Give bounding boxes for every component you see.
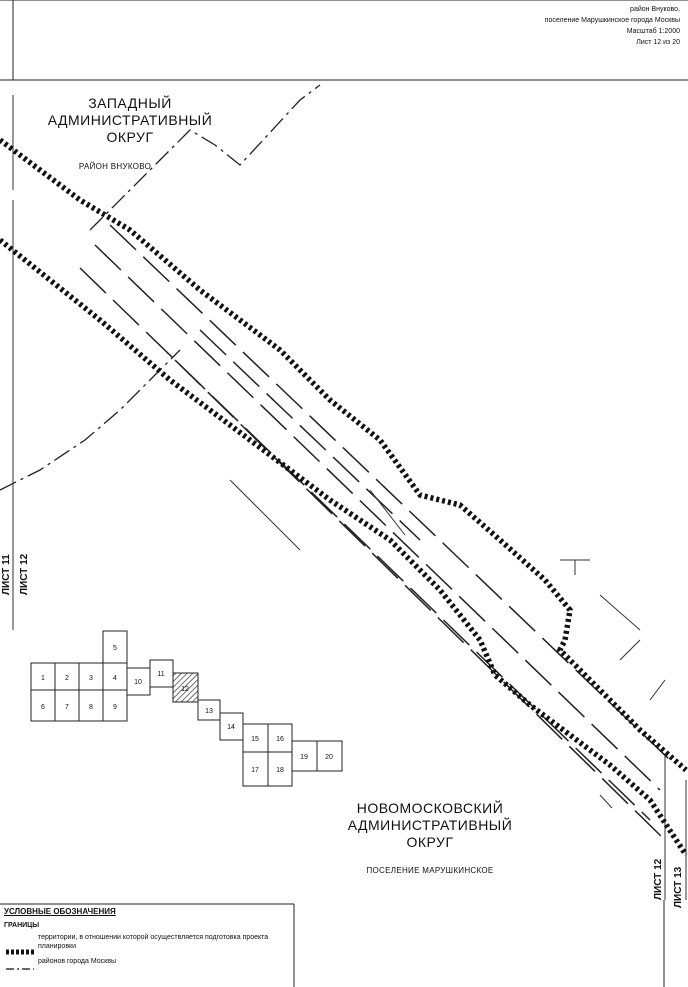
sheet-label-left-11: ЛИСТ 11 [1, 554, 12, 595]
sheet-number-3: 3 [89, 675, 93, 682]
header-line-2: поселение Марушкинское города Москвы [544, 17, 680, 24]
sheet-number-10: 10 [134, 679, 142, 686]
sheet-label-right-13: ЛИСТ 13 [673, 866, 684, 908]
sheet-number-17: 17 [251, 767, 259, 774]
sheet-header: район Внуково, поселение Марушкинское го… [545, 4, 680, 48]
map-legend: УСЛОВНЫЕ ОБОЗНАЧЕНИЯ ГРАНИЦЫ территории,… [4, 907, 294, 966]
legend-item-territory: территории, в отношении которой осуществ… [4, 933, 294, 951]
sheet-cell-9 [102, 689, 128, 722]
sheet-number-8: 8 [89, 704, 93, 711]
sheet-label-left-12: ЛИСТ 12 [19, 553, 30, 595]
sheet-number-20: 20 [325, 754, 333, 761]
sheet-number-18: 18 [276, 767, 284, 774]
sheet-label-right-12: ЛИСТ 12 [653, 858, 664, 900]
sheet-number-2: 2 [65, 675, 69, 682]
sheet-number-15: 15 [251, 736, 259, 743]
novo-sub: ПОСЕЛЕНИЕ МАРУШКИНСКОЕ [366, 866, 494, 875]
west-line-2: АДМИНИСТРАТИВНЫЙ [47, 112, 213, 128]
legend-item-text: территории, в отношении которой осуществ… [38, 934, 269, 950]
sheet-number-5: 5 [113, 645, 117, 652]
sheet-cell-5 [102, 630, 128, 664]
sheet-number-13: 13 [205, 708, 213, 715]
sheet-cell-20 [316, 740, 343, 772]
sheet-number-6: 6 [41, 704, 45, 711]
sheet-number-1: 1 [41, 675, 45, 682]
header-line-1: район Внуково, [630, 6, 680, 13]
sheet-number-19: 19 [300, 754, 308, 761]
legend-item-districts: районов города Москвы [4, 957, 294, 966]
label-novo-district: НОВОМОСКОВСКИЙ АДМИНИСТРАТИВНЫЙ ОКРУГ [320, 800, 540, 851]
sheet-number-9: 9 [113, 704, 117, 711]
novo-line-1: НОВОМОСКОВСКИЙ [356, 800, 504, 816]
district-boundary-north [0, 84, 321, 491]
header-line-4: Лист 12 из 20 [636, 39, 680, 46]
legend-title: УСЛОВНЫЕ ОБОЗНАЧЕНИЯ [4, 907, 116, 916]
sheet-number-4: 4 [113, 675, 117, 682]
west-line-3: ОКРУГ [106, 129, 154, 145]
sheet-number-14: 14 [227, 724, 235, 731]
legend-subtitle: ГРАНИЦЫ [4, 922, 40, 929]
sheet-number-16: 16 [276, 736, 284, 743]
sheet-number-7: 7 [65, 704, 69, 711]
novo-line-3: ОКРУГ [406, 834, 454, 850]
sheet-number-12: 12 [181, 686, 189, 693]
sheet-number-11: 11 [157, 671, 164, 678]
sheet-cell-13 [197, 699, 221, 721]
header-line-3: Масштаб 1:2000 [626, 28, 680, 35]
west-sub: РАЙОН ВНУКОВО [78, 162, 152, 171]
minor-lines [12, 95, 687, 900]
legend-item-text: районов города Москвы [38, 958, 116, 965]
sheet-index: 1 2 3 4 5 6 7 8 9 10 11 12 13 14 15 16 1… [30, 630, 343, 787]
label-west-district: ЗАПАДНЫЙ АДМИНИСТРАТИВНЫЙ ОКРУГ [30, 95, 230, 146]
novo-line-2: АДМИНИСТРАТИВНЫЙ [347, 817, 513, 833]
territory-boundary [0, 137, 688, 857]
sheet-cell-12 [172, 672, 199, 703]
road-lines [79, 224, 671, 841]
west-line-1: ЗАПАДНЫЙ [88, 95, 172, 111]
